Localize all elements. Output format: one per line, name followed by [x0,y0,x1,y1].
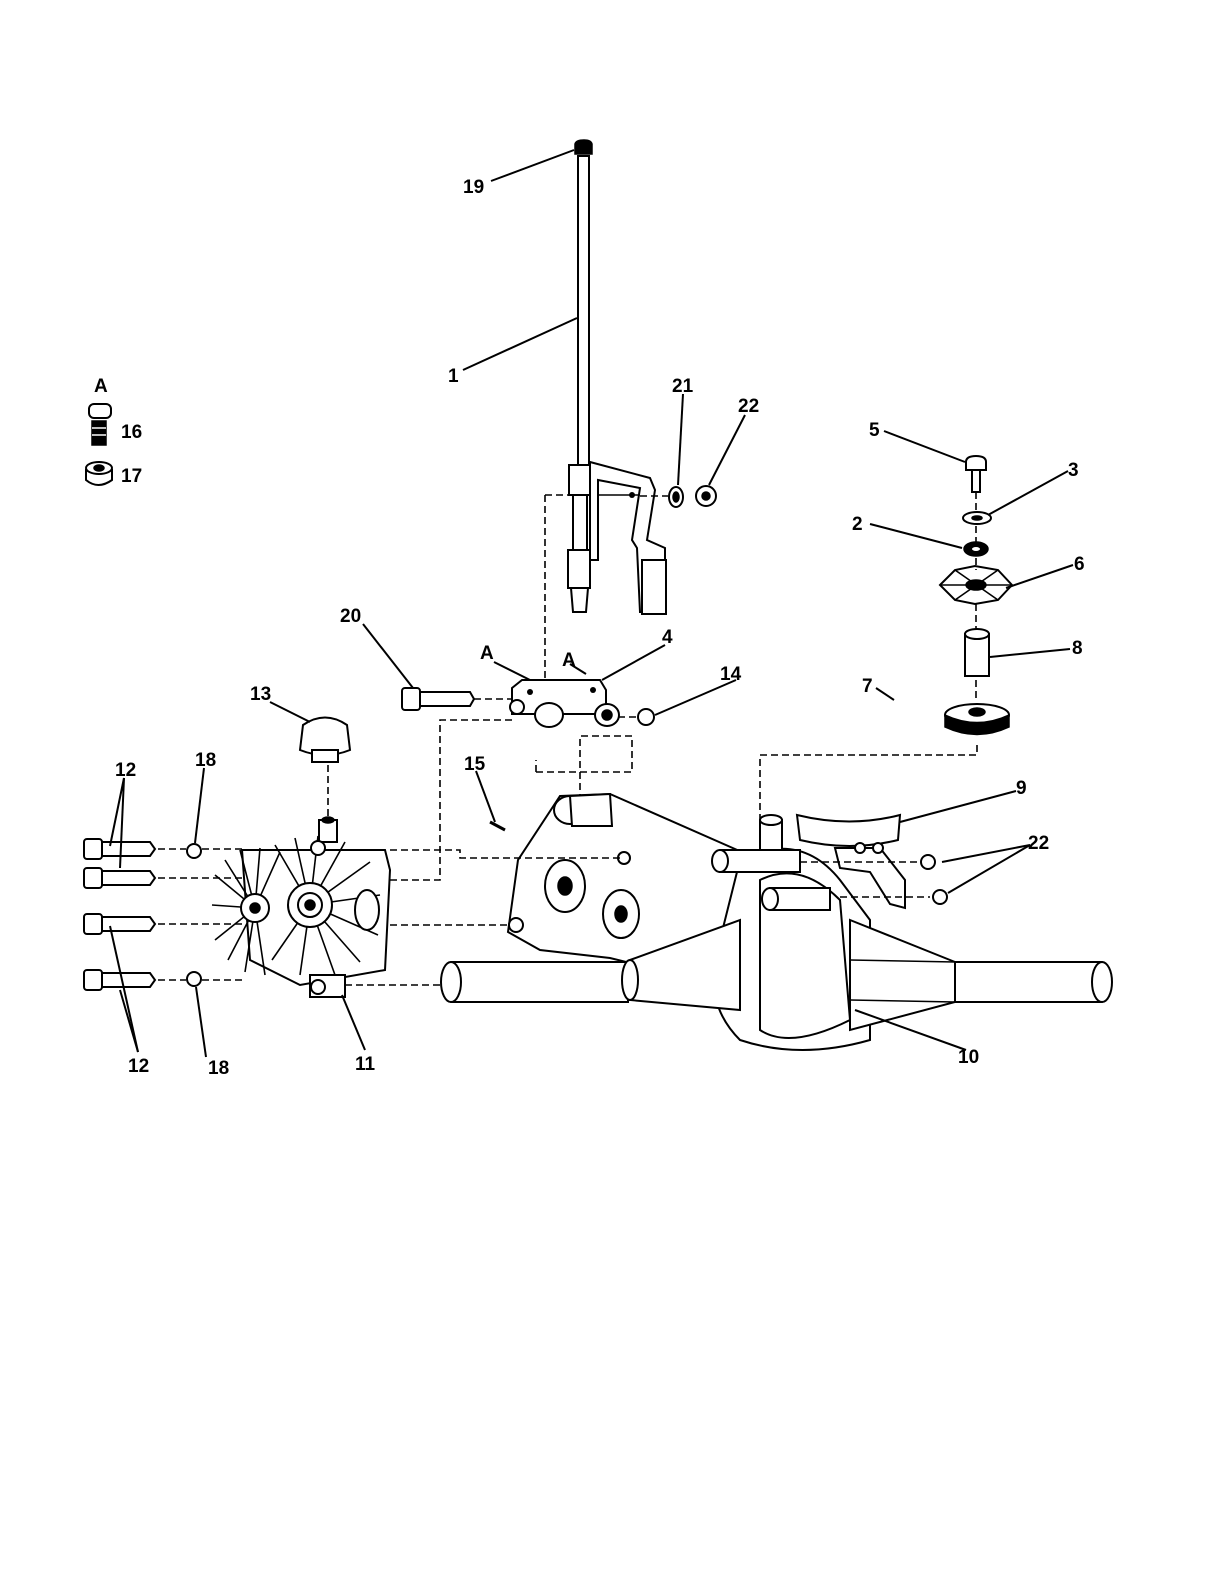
shift-lever-rod [578,156,589,468]
ref-a-left: A [480,643,494,664]
callout-9: 9 [1016,778,1027,799]
screw-5 [966,456,986,470]
lever-knob-cap [575,140,592,154]
callout-15: 15 [464,754,486,775]
callout-7: 7 [862,676,873,697]
washer-18-lower [187,972,201,986]
lever-collar [569,465,591,495]
callout-10: 10 [958,1047,979,1068]
callout-1: 1 [448,366,459,387]
shroud-9 [797,815,900,846]
shift-lever-group [568,140,666,614]
callout-20: 20 [340,606,361,627]
axle-right [950,962,1107,1002]
bolt-12-2 [84,868,155,888]
transaxle-housing [441,794,1112,1050]
callout-16: 16 [121,422,142,443]
bolt-12-1 [84,839,155,859]
callout-18-top: 18 [195,750,216,771]
pump-fan-assembly-11 [212,718,390,998]
callout-5: 5 [869,420,880,441]
callout-11: 11 [355,1054,376,1075]
callout-3: 3 [1068,460,1079,481]
callout-19: 19 [463,177,484,198]
detail-a-label: A [94,376,108,397]
bolt-20-shank [420,692,474,706]
nut-22-upper [921,855,935,869]
callout-13: 13 [250,684,271,705]
callout-12-bottom: 12 [128,1056,149,1077]
ref-a-right: A [562,650,576,671]
bolt-12-3 [84,914,155,934]
valve-seat [86,462,112,485]
pulley-stack [760,456,1012,820]
callout-6: 6 [1074,554,1085,575]
nut-22-lower [933,890,947,904]
spacer-8 [965,634,989,676]
detail-a-group: A 16 17 [86,376,142,487]
callout-17: 17 [121,466,142,487]
relief-valve-cap [89,404,111,445]
callout-14: 14 [720,664,742,685]
callout-4: 4 [662,627,673,648]
callout-2: 2 [852,514,863,535]
callout-22-top: 22 [738,396,759,417]
callout-8: 8 [1072,638,1083,659]
callout-21: 21 [672,376,694,397]
washer-18-upper [187,844,201,858]
axle-left [446,962,629,1002]
callout-22-right: 22 [1028,833,1049,854]
callout-18-bottom: 18 [208,1058,229,1079]
callout-12-top: 12 [115,760,136,781]
nut-14 [638,709,654,725]
bolt-20-head [402,688,420,710]
